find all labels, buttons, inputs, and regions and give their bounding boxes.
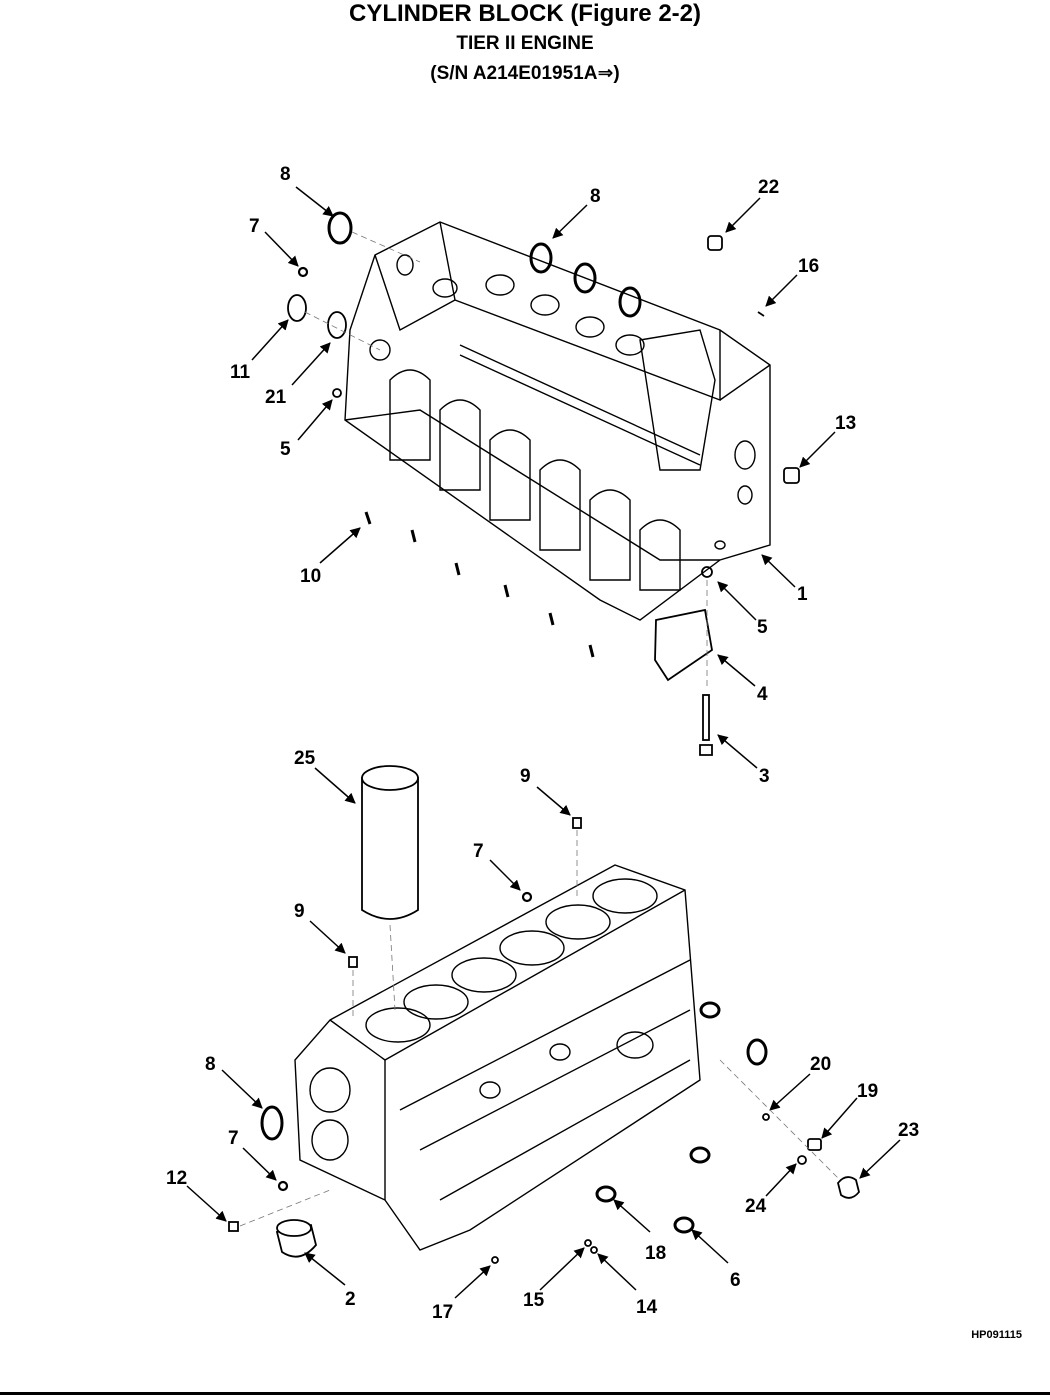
- serial-number-range: (S/N A214E01951A⇒): [430, 63, 620, 84]
- upper-loose-parts: [287, 211, 800, 756]
- callout-4: 4: [757, 684, 768, 705]
- callout-8-upper-top: 8: [590, 186, 601, 207]
- callout-21: 21: [265, 387, 287, 408]
- plug-12: [228, 1221, 239, 1232]
- callout-25: 25: [294, 748, 316, 769]
- plug-14: [590, 1246, 598, 1254]
- cylinder-liner-25: [361, 777, 419, 920]
- o-ring-21: [327, 311, 347, 339]
- plug-13: [783, 467, 800, 484]
- seal-ring-8-top-2: [573, 262, 597, 294]
- callout-9-lower-left: 9: [294, 901, 305, 922]
- seal-ring-20-ring: [746, 1038, 768, 1066]
- plug-9-left: [348, 956, 358, 968]
- seal-ring-8-top-3: [618, 286, 642, 318]
- callout-2: 2: [345, 1289, 356, 1310]
- figure-code: HP091115: [971, 1329, 1022, 1341]
- callout-5-upper-right: 5: [757, 617, 768, 638]
- callout-13: 13: [835, 413, 856, 434]
- callout-8-upper-left: 8: [280, 164, 291, 185]
- callout-17: 17: [432, 1302, 453, 1323]
- callout-18: 18: [645, 1243, 666, 1264]
- bearing-cap-4: [654, 608, 713, 682]
- plug-15: [584, 1239, 592, 1247]
- callout-22: 22: [758, 177, 779, 198]
- ball-20: [762, 1113, 770, 1121]
- seal-ring-8-top-1: [529, 242, 553, 274]
- callout-10: 10: [300, 566, 321, 587]
- cover-23: [837, 1176, 860, 1199]
- lower-loose-parts: [228, 765, 860, 1264]
- leader-arrows: [186, 186, 901, 1299]
- plug-9-top: [572, 817, 582, 829]
- o-ring-11: [287, 294, 307, 322]
- pin-16: [757, 311, 765, 317]
- callout-24: 24: [745, 1196, 767, 1217]
- seal-ring-6: [673, 1216, 695, 1234]
- seal-ring-8-left: [327, 211, 353, 245]
- upper-block-illustration: [344, 221, 771, 621]
- plug-5-left: [332, 388, 342, 398]
- callout-6: 6: [730, 1270, 741, 1291]
- callout-labels: 8 8 22 7 16 11 21 5 13 10 1 5 4 3 25 9 7…: [166, 164, 919, 1323]
- page-title: CYLINDER BLOCK (Figure 2-2): [348, 0, 701, 27]
- callout-5-upper-left: 5: [280, 439, 291, 460]
- callout-9-lower-top: 9: [520, 766, 531, 787]
- lower-block-illustration: [294, 864, 701, 1251]
- plug-7-lower: [277, 1180, 289, 1192]
- callout-7-lower-mid: 7: [473, 841, 484, 862]
- callout-23: 23: [898, 1120, 919, 1141]
- callout-20: 20: [810, 1054, 831, 1075]
- callout-12: 12: [166, 1168, 187, 1189]
- callout-15: 15: [523, 1290, 545, 1311]
- callout-14: 14: [636, 1297, 658, 1318]
- cap-bolt-3: [702, 694, 710, 741]
- cap-22: [707, 235, 723, 251]
- dowel-5-right: [701, 566, 713, 578]
- callout-8-lower: 8: [205, 1054, 216, 1075]
- callout-19: 19: [857, 1081, 878, 1102]
- seal-ring-18: [595, 1185, 617, 1203]
- seal-ring-8-lower: [260, 1105, 284, 1141]
- plug-7-top: [297, 266, 309, 278]
- callout-1: 1: [797, 584, 808, 605]
- bottom-divider: [0, 1392, 1050, 1395]
- plug-7-mid: [521, 891, 533, 903]
- callout-3: 3: [759, 766, 770, 787]
- callout-11: 11: [230, 362, 251, 383]
- plug-17: [491, 1256, 499, 1264]
- callout-7-lower-left: 7: [228, 1128, 239, 1149]
- callout-7-upper: 7: [249, 216, 260, 237]
- fitting-19: [807, 1138, 822, 1151]
- washer-24: [797, 1155, 807, 1165]
- callout-16: 16: [798, 256, 819, 277]
- assembly-center-lines: [239, 231, 841, 1227]
- engine-subtitle: TIER II ENGINE: [456, 33, 594, 54]
